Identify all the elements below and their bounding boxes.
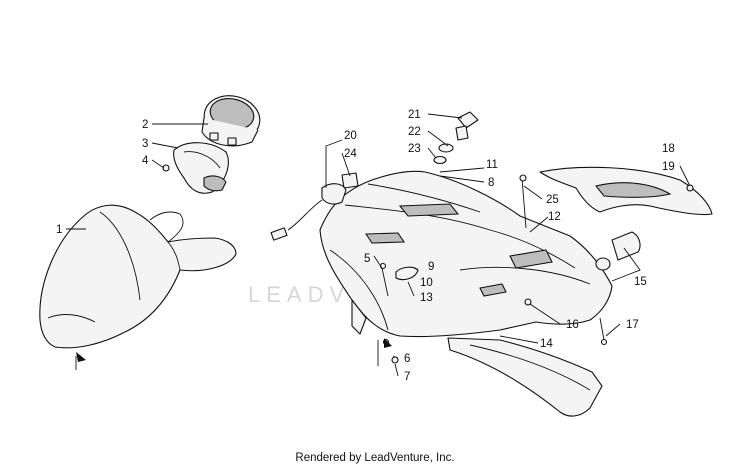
leader-lines — [66, 113, 691, 377]
front-fender-housing — [39, 204, 237, 349]
callout-24: 24 — [344, 148, 357, 160]
footer-credit: Rendered by LeadVenture, Inc. — [295, 452, 455, 464]
gauge-assembly — [162, 95, 261, 194]
callout-7: 7 — [404, 371, 410, 383]
fasteners — [379, 174, 608, 364]
callout-8: 8 — [488, 177, 494, 189]
lower-skid-plate — [447, 337, 603, 417]
ignition-switch — [433, 111, 479, 165]
callout-17: 17 — [626, 319, 639, 331]
callout-2: 2 — [142, 119, 148, 131]
harness-bulb — [270, 172, 359, 241]
callout-13: 13 — [420, 292, 433, 304]
callout-9: 9 — [428, 261, 434, 273]
callout-14: 14 — [540, 338, 553, 350]
arrow-indicators — [75, 338, 392, 370]
knob — [595, 231, 641, 271]
callout-15: 15 — [634, 276, 647, 288]
callout-25: 25 — [546, 194, 559, 206]
callout-1: 1 — [56, 224, 62, 236]
callout-11: 11 — [486, 159, 498, 171]
callout-21: 21 — [408, 109, 421, 121]
callout-18: 18 — [662, 143, 675, 155]
upper-cover — [539, 166, 713, 216]
callout-10: 10 — [420, 277, 433, 289]
callout-labels: 1 2 3 4 5 6 7 8 9 10 11 12 13 14 15 16 1… — [56, 109, 675, 383]
callout-22: 22 — [408, 126, 421, 138]
callout-19: 19 — [662, 161, 675, 173]
callout-6: 6 — [404, 353, 410, 365]
callout-4: 4 — [142, 155, 149, 167]
callout-5: 5 — [364, 253, 370, 265]
callout-20: 20 — [344, 130, 357, 142]
front-hood-panel — [319, 170, 613, 338]
callout-12: 12 — [548, 211, 561, 223]
callout-16: 16 — [566, 319, 579, 331]
callout-3: 3 — [142, 138, 148, 150]
callout-23: 23 — [408, 143, 421, 155]
